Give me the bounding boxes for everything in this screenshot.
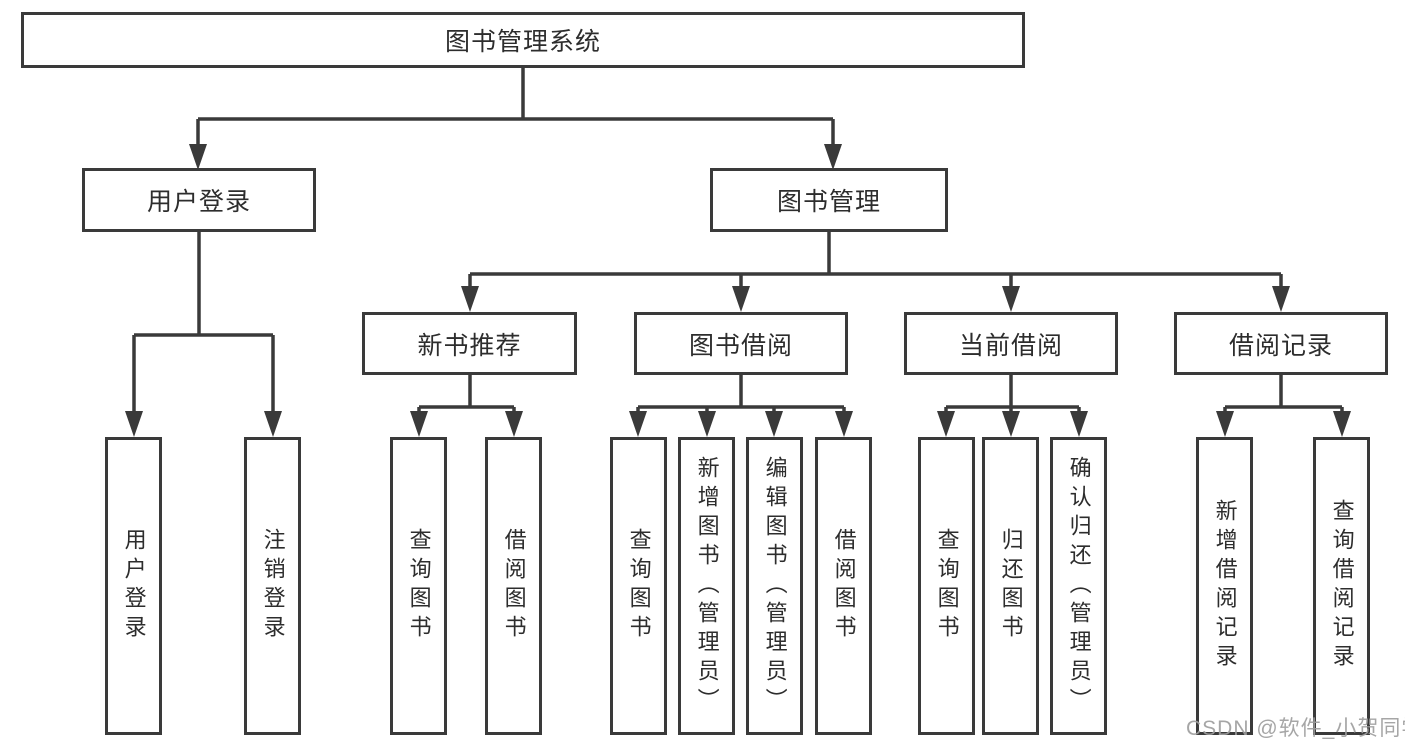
leaf-borrow-books-2-label: 借阅图书 xyxy=(831,528,857,644)
node-book-borrowing: 图书借阅 xyxy=(634,312,848,375)
leaf-user-login-label: 用户登录 xyxy=(121,528,147,644)
node-user-login-label: 用户登录 xyxy=(146,188,251,216)
leaf-return-books-label: 归还图书 xyxy=(998,528,1024,644)
leaf-return-books: 归还图书 xyxy=(982,437,1039,735)
leaf-query-borrow-record-label: 查询借阅记录 xyxy=(1329,499,1355,673)
leaf-query-books-2-label: 查询图书 xyxy=(626,528,652,644)
node-current-borrowing-label: 当前借阅 xyxy=(958,331,1063,360)
node-book-management-label: 图书管理 xyxy=(776,188,881,216)
node-user-login: 用户登录 xyxy=(82,168,316,232)
leaf-user-login: 用户登录 xyxy=(105,437,162,735)
node-borrow-records: 借阅记录 xyxy=(1174,312,1388,375)
leaf-query-books-1: 查询图书 xyxy=(390,437,447,735)
leaf-query-borrow-record: 查询借阅记录 xyxy=(1313,437,1370,735)
leaf-edit-books-admin: 编辑图书（管理员） xyxy=(746,437,803,735)
leaf-query-books-1-label: 查询图书 xyxy=(406,528,432,644)
leaf-add-borrow-record-label: 新增借阅记录 xyxy=(1212,499,1238,673)
leaf-confirm-return-admin-label: 确认归还（管理员） xyxy=(1066,455,1092,717)
leaf-query-books-3-label: 查询图书 xyxy=(934,528,960,644)
leaf-logout-label: 注销登录 xyxy=(260,528,286,644)
leaf-confirm-return-admin: 确认归还（管理员） xyxy=(1050,437,1107,735)
node-book-management: 图书管理 xyxy=(710,168,948,232)
leaf-borrow-books-2: 借阅图书 xyxy=(815,437,872,735)
leaf-add-books-admin: 新增图书（管理员） xyxy=(678,437,735,735)
node-new-book-recommend: 新书推荐 xyxy=(362,312,577,375)
node-library-system-label: 图书管理系统 xyxy=(444,28,601,56)
csdn-watermark: CSDN @软件_小贺同学 xyxy=(1186,717,1405,740)
leaf-logout: 注销登录 xyxy=(244,437,301,735)
leaf-query-books-2: 查询图书 xyxy=(610,437,667,735)
node-borrow-records-label: 借阅记录 xyxy=(1228,331,1333,360)
leaf-borrow-books-1: 借阅图书 xyxy=(485,437,542,735)
leaf-add-borrow-record: 新增借阅记录 xyxy=(1196,437,1253,735)
leaf-borrow-books-1-label: 借阅图书 xyxy=(501,528,527,644)
node-library-system: 图书管理系统 xyxy=(21,12,1025,68)
leaf-add-books-admin-label: 新增图书（管理员） xyxy=(694,455,720,717)
node-new-book-recommend-label: 新书推荐 xyxy=(417,331,522,360)
leaf-edit-books-admin-label: 编辑图书（管理员） xyxy=(762,455,788,717)
node-current-borrowing: 当前借阅 xyxy=(904,312,1118,375)
node-book-borrowing-label: 图书借阅 xyxy=(688,331,793,360)
leaf-query-books-3: 查询图书 xyxy=(918,437,975,735)
